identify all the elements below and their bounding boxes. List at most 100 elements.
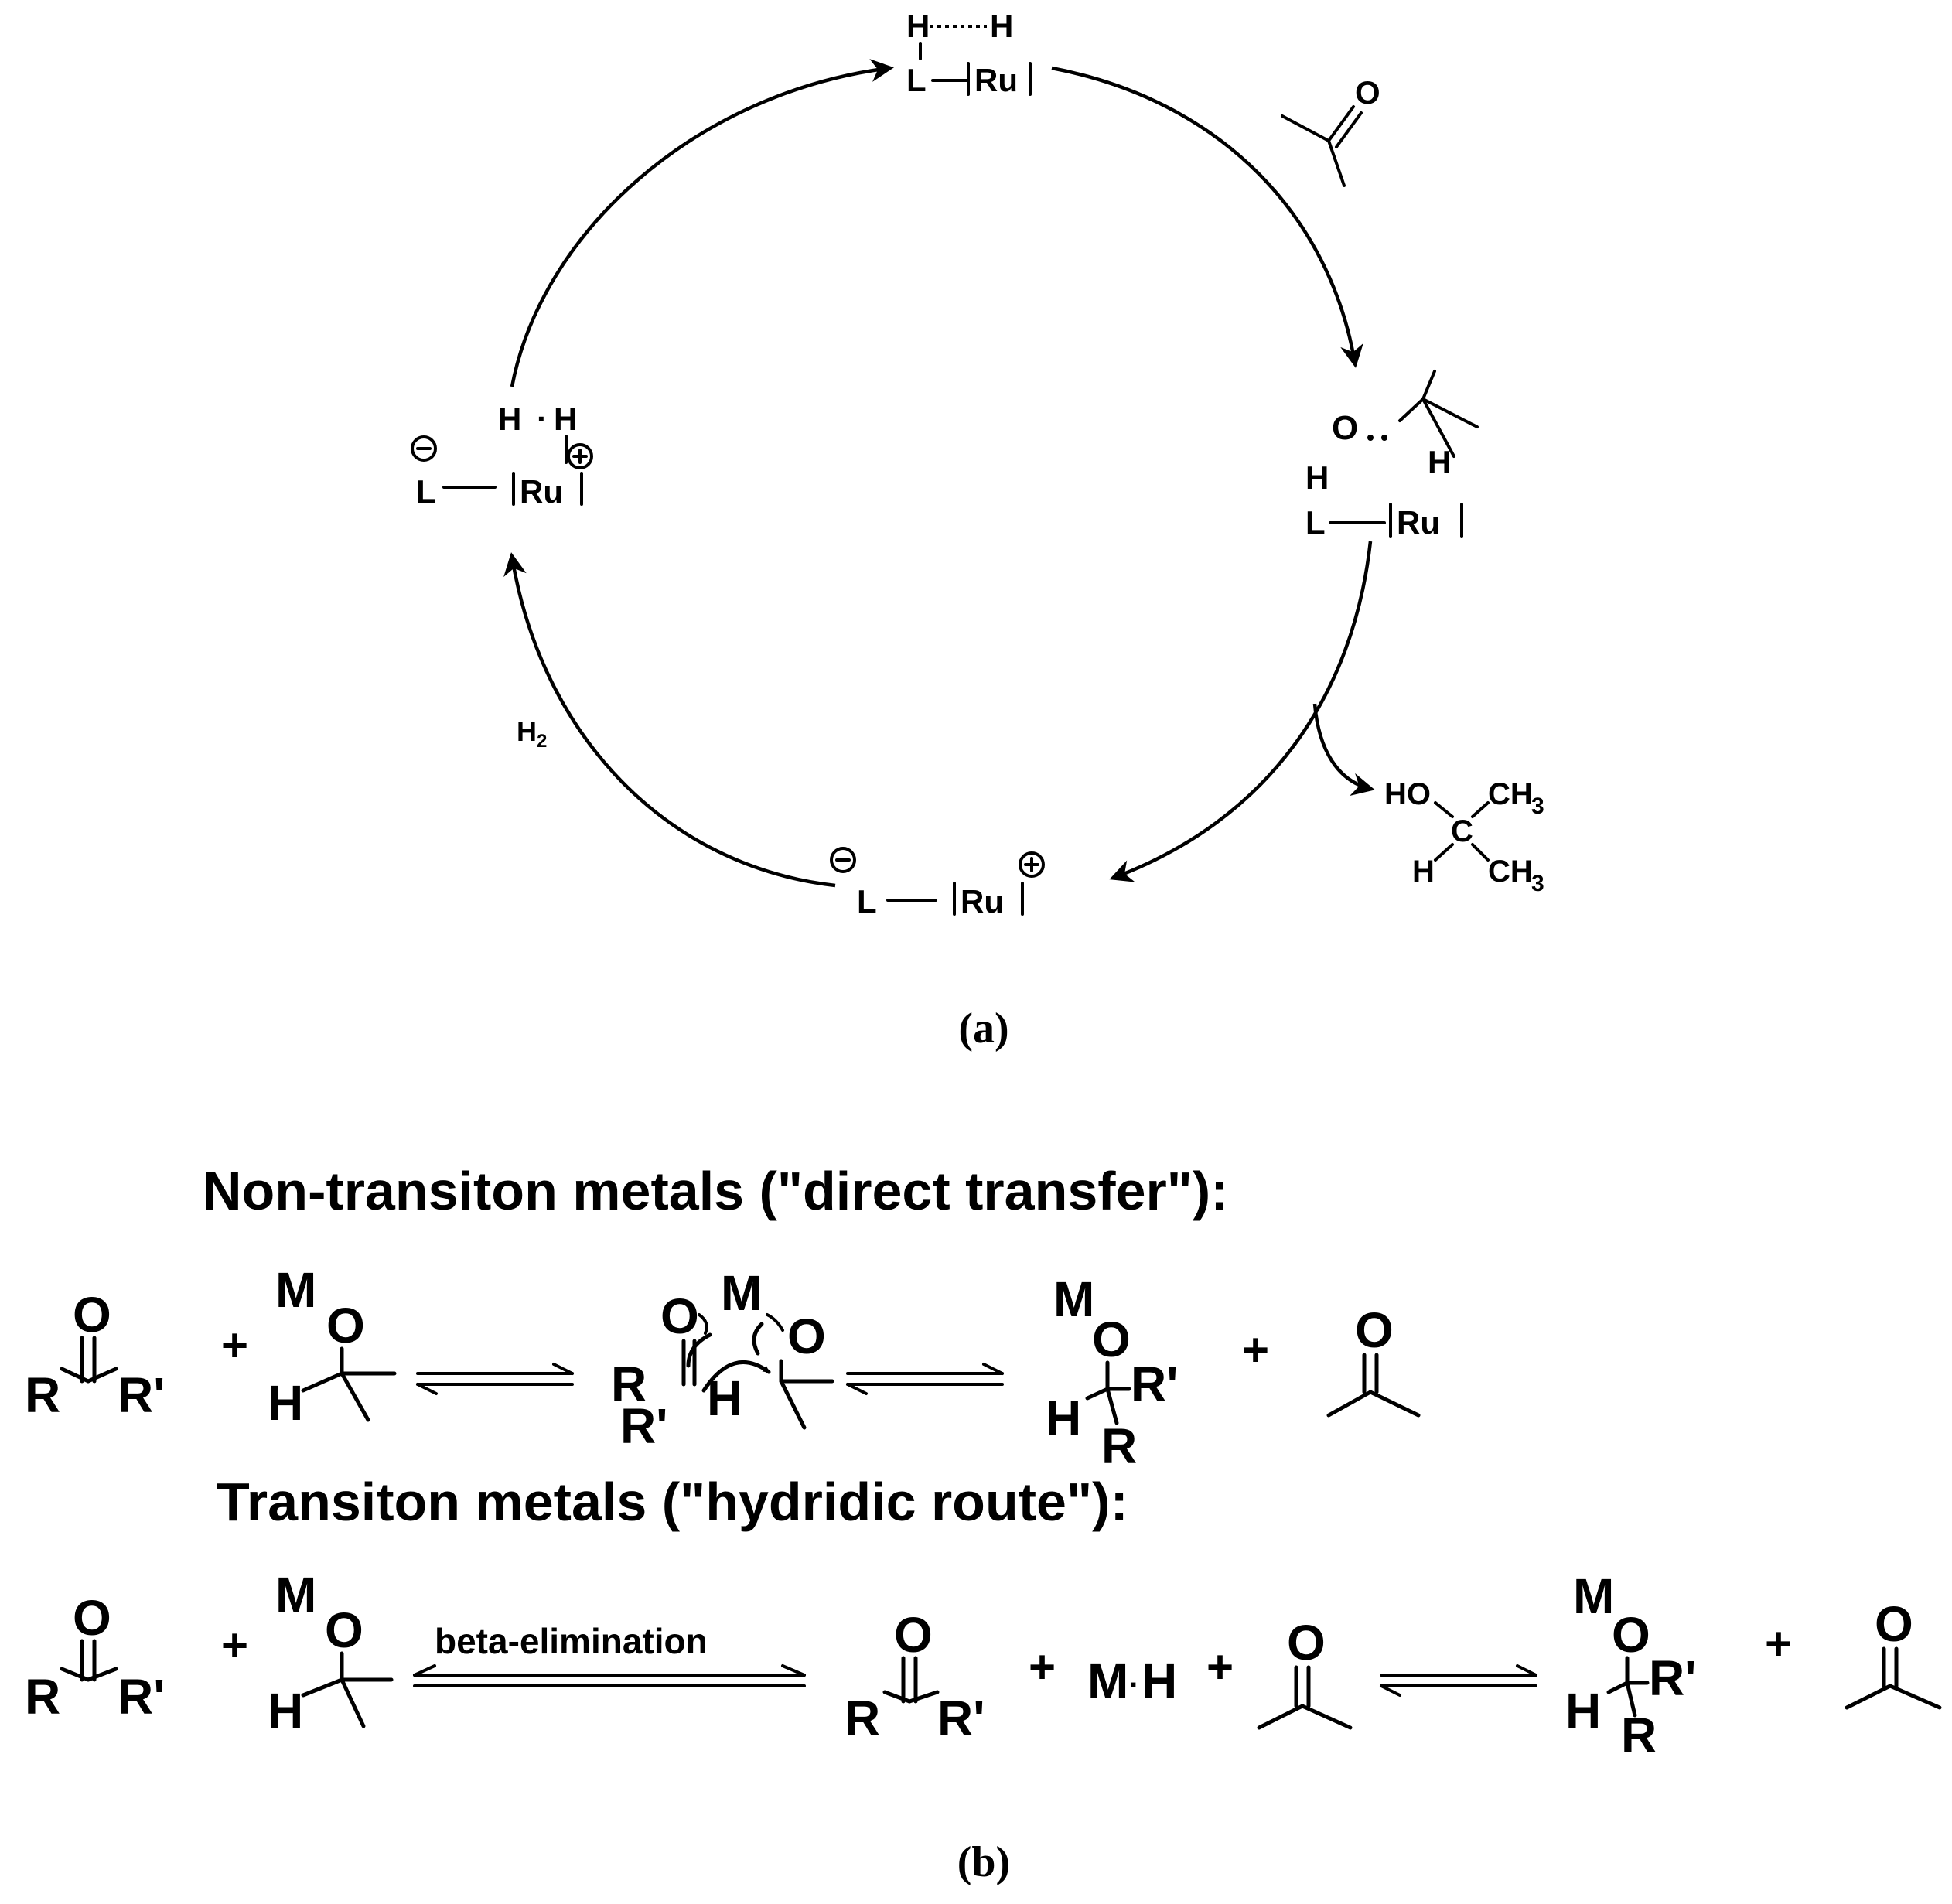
bond	[60, 1667, 90, 1682]
arrow-barb	[982, 1363, 1004, 1375]
atom-o: O	[1875, 1596, 1913, 1652]
equilibrium-arrow	[416, 1363, 574, 1395]
beta-elimination-arrow: beta-elimination	[413, 1621, 806, 1687]
atom-o: O	[1612, 1607, 1650, 1663]
ligand-l: L	[906, 62, 927, 98]
bond	[340, 1371, 370, 1422]
caption-b: (b)	[957, 1838, 1010, 1886]
arrow-barb	[416, 1383, 438, 1395]
atom-h: H	[1565, 1683, 1601, 1739]
product-alkoxide: M O H R' R	[1046, 1271, 1178, 1474]
group-r-prime: R'	[1131, 1356, 1178, 1412]
group-r-prime: R'	[118, 1367, 165, 1423]
acetone: O	[1845, 1596, 1942, 1710]
acetone: O	[1257, 1615, 1353, 1730]
metal-m: M	[275, 1567, 316, 1622]
minus-charge	[411, 435, 437, 462]
subscript: 2	[537, 731, 547, 752]
lone-pair	[1381, 435, 1387, 441]
carbonyl-bond	[1335, 111, 1363, 148]
arrow-label: beta-elimination	[435, 1621, 708, 1661]
atom-o: O	[1287, 1615, 1326, 1670]
bond	[1845, 1684, 1892, 1710]
atom-h: H	[1142, 1653, 1177, 1709]
metal-m: M	[1573, 1568, 1614, 1624]
bond	[1471, 801, 1490, 818]
bond	[1326, 1390, 1373, 1418]
atom-h: H	[268, 1375, 303, 1431]
bond	[86, 1367, 118, 1384]
equilibrium-arrow	[846, 1363, 1004, 1395]
ru-zwitterion-h2-adduct: H · H L Ru	[411, 401, 593, 510]
ketone-intermediate: O R R'	[845, 1607, 985, 1746]
bond	[1085, 1387, 1110, 1401]
bond	[698, 1313, 708, 1335]
ketone-reactant: O R R'	[25, 1590, 165, 1725]
metal-m: M	[1053, 1271, 1094, 1327]
atom-o: O	[1355, 74, 1380, 111]
plus-sign: +	[221, 1319, 248, 1371]
bond	[86, 1667, 118, 1682]
curved-arrow	[752, 1322, 764, 1356]
plus-charge	[1019, 851, 1045, 878]
hydroxyl: HO	[1384, 777, 1431, 811]
atom-h: H	[990, 8, 1013, 44]
bond	[301, 1371, 344, 1393]
catalytic-cycle: H H L Ru O O H H L	[411, 8, 1544, 1053]
atom-o: O	[894, 1607, 933, 1663]
ruthenium: Ru	[961, 883, 1004, 920]
atom-o: O	[1332, 409, 1358, 447]
bond	[1105, 1387, 1119, 1425]
metal-isopropoxide: M O H	[268, 1567, 394, 1739]
plus-sign: +	[1206, 1641, 1234, 1693]
atom-h: H	[1428, 444, 1451, 480]
isopropanol-product: HO CH 3 C H CH 3	[1384, 777, 1544, 896]
metal-m: M	[1087, 1653, 1128, 1709]
atom-o: O	[787, 1309, 826, 1364]
caption-a: (a)	[958, 1005, 1008, 1053]
bond	[779, 1379, 807, 1430]
metal-hydride: M · H	[1087, 1653, 1177, 1709]
group-r-prime: R'	[937, 1691, 985, 1746]
bond	[340, 1677, 366, 1728]
group-r: R	[611, 1356, 647, 1412]
acetone-reagent: O	[1281, 74, 1380, 187]
atom-o: O	[325, 1602, 363, 1658]
plus-sign: +	[221, 1619, 248, 1671]
ruthenium: Ru	[520, 473, 563, 510]
plus-sign: +	[1029, 1641, 1056, 1693]
carbonyl-bond	[1327, 105, 1355, 142]
bond	[1421, 370, 1436, 401]
bond	[1471, 843, 1490, 862]
atom-h: H	[498, 401, 521, 437]
equilibrium-arrow	[1380, 1664, 1537, 1697]
acetone-product: O	[1326, 1302, 1421, 1418]
bond	[1625, 1681, 1637, 1718]
metal-isopropoxide: M O H	[268, 1262, 397, 1431]
cycle-arrow-bottom-to-left	[503, 552, 836, 888]
group-r: R	[1101, 1418, 1137, 1474]
plus-sign: +	[1765, 1618, 1792, 1670]
group-r-prime: R'	[118, 1669, 165, 1725]
atom-o: O	[73, 1590, 111, 1646]
cycle-arrow-top-to-right	[1051, 66, 1363, 368]
arrow-barb	[781, 1664, 806, 1677]
bond	[1434, 801, 1454, 818]
bond	[907, 1690, 940, 1704]
group-r: R	[1621, 1708, 1657, 1763]
product-release-arrow	[1312, 703, 1375, 797]
plus-charge	[567, 443, 593, 469]
bond	[1606, 1681, 1630, 1694]
cycle-arrow-left-to-top	[510, 59, 894, 387]
arrow-barb	[1380, 1684, 1401, 1697]
atom-o: O	[326, 1298, 365, 1353]
ligand-l: L	[416, 473, 436, 510]
bond	[1434, 843, 1454, 862]
minus-charge	[830, 847, 856, 873]
arrow-barb	[846, 1383, 868, 1395]
bond	[1257, 1704, 1305, 1730]
arrow-barb	[413, 1664, 436, 1677]
product-alkoxide: M O H R' R	[1565, 1568, 1696, 1763]
